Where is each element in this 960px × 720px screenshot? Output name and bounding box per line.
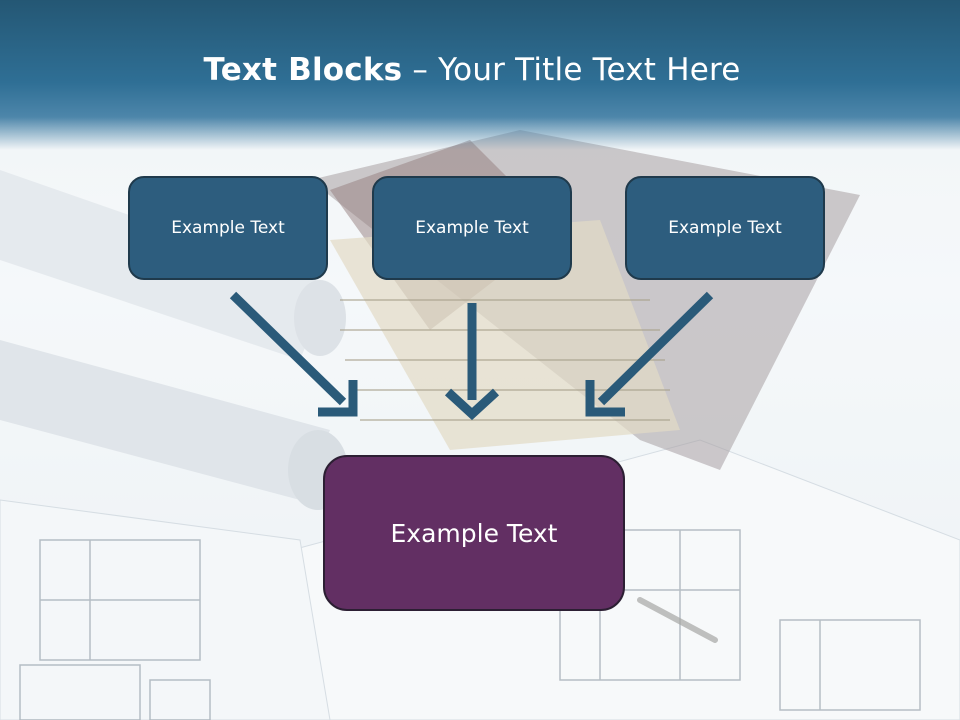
main-text-block[interactable]: Example Text [323,455,625,611]
title-bold: Text Blocks [203,52,403,88]
arrow-right-shaft [597,291,714,406]
arrow-left-head [318,380,358,417]
title-rest: Your Title Text Here [438,52,741,88]
arrow-center-head [444,388,500,421]
main-text-block-label: Example Text [390,518,558,548]
arrow-right-head [585,380,625,417]
text-block-3-label: Example Text [668,218,782,238]
text-block-1[interactable]: Example Text [128,176,328,280]
slide-title: Text Blocks – Your Title Text Here [0,52,944,88]
title-bar [0,0,960,150]
title-dash: – [402,52,439,88]
text-block-1-label: Example Text [171,218,285,238]
arrow-left-shaft [229,291,347,406]
text-block-2[interactable]: Example Text [372,176,572,280]
text-block-3[interactable]: Example Text [625,176,825,280]
text-block-2-label: Example Text [415,218,529,238]
